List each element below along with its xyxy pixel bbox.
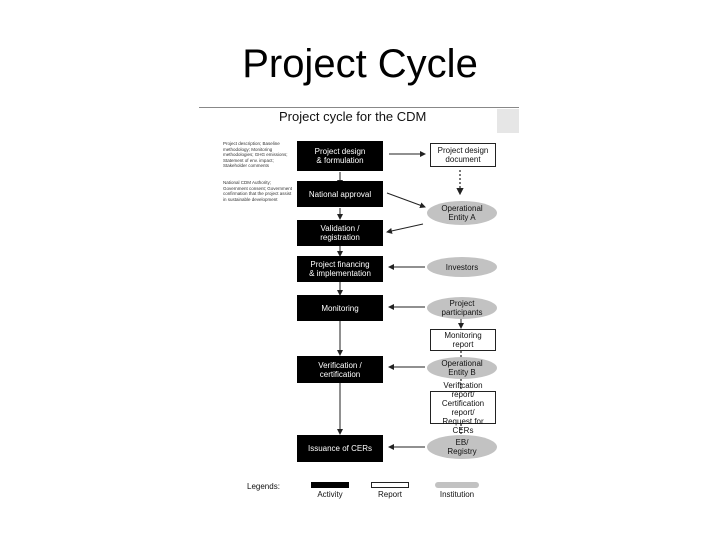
slide-title: Project Cycle	[242, 42, 478, 86]
legend-institution-swatch	[435, 482, 479, 488]
institution-investors: Investors	[427, 257, 497, 277]
activity-financing: Project financing & implementation	[297, 256, 383, 282]
connector-arrows	[337, 151, 464, 450]
report-verification-request: Verification report/ Certification repor…	[430, 381, 496, 435]
legend-activity-swatch	[311, 482, 349, 488]
project-description-note: Project description; Baseline methodolog…	[223, 141, 288, 168]
activity-project-design: Project design & formulation	[297, 141, 383, 171]
institution-eb-registry: EB/ Registry	[427, 435, 497, 459]
legend-institution-label: Institution	[439, 490, 475, 499]
national-authority-note: National CDM Authority; Government conse…	[223, 180, 293, 202]
figure-corner-shade	[497, 109, 519, 133]
arrow-approval-to-entity-a	[386, 192, 426, 209]
institution-project-participants: Project participants	[427, 297, 497, 319]
cdm-cycle-diagram: Project cycle for the CDM Project descri…	[199, 101, 521, 501]
arrow-entity-a-to-validation	[386, 223, 424, 234]
legend-report-swatch	[371, 482, 409, 488]
activity-issuance: Issuance of CERs	[297, 435, 383, 462]
legend-activity-label: Activity	[317, 490, 343, 499]
legend-report-label: Report	[377, 490, 402, 499]
institution-operational-entity-b: Operational Entity B	[427, 357, 497, 379]
activity-monitoring: Monitoring	[297, 295, 383, 321]
activity-validation: Validation / registration	[297, 220, 383, 246]
legend-title: Legends:	[247, 482, 280, 491]
institution-operational-entity-a: Operational Entity A	[427, 201, 497, 225]
report-monitoring: Monitoring report	[430, 329, 496, 351]
activity-national-approval: National approval	[297, 181, 383, 207]
figure-top-rule	[199, 107, 519, 108]
figure-title: Project cycle for the CDM	[279, 109, 427, 124]
report-project-design-document: Project design document	[430, 143, 496, 167]
activity-verification: Verification / certification	[297, 356, 383, 383]
